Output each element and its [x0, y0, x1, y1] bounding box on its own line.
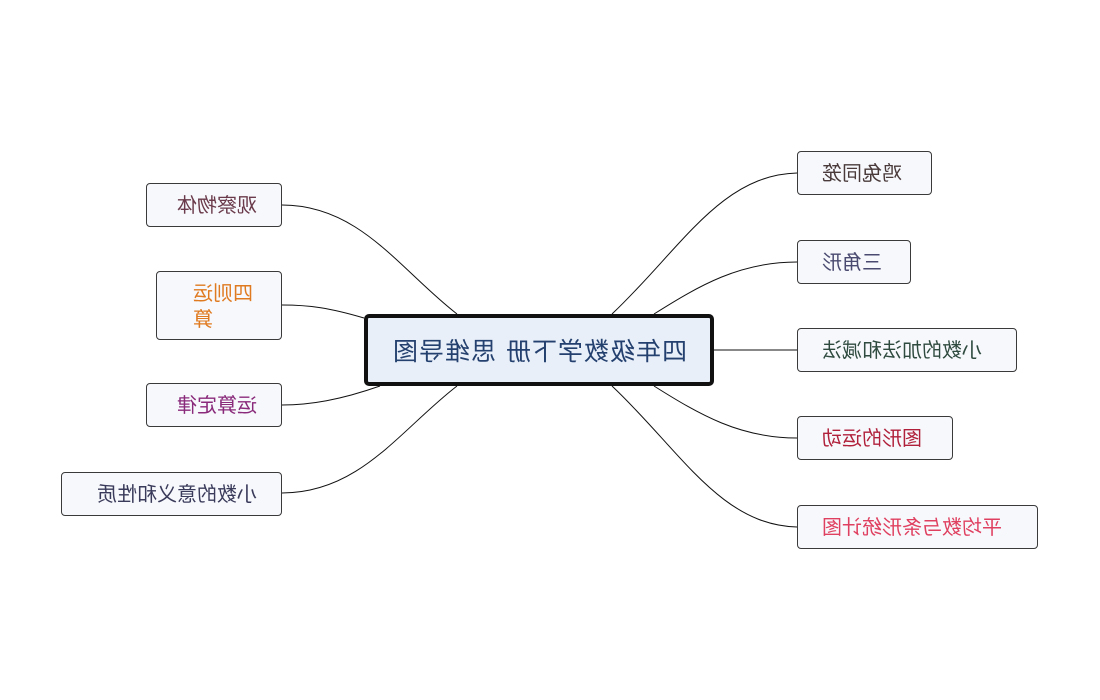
branch-sizeyun[interactable]: 四则运算 [156, 271, 282, 340]
branch-pingjun[interactable]: 平均数与条形统计图 [797, 505, 1038, 549]
connector-yiyi [281, 385, 458, 494]
connector-guancha [281, 204, 458, 315]
branch-label: 小数的加法和减法 [822, 337, 982, 362]
branch-jitu[interactable]: 鸡兔同笼 [797, 151, 932, 195]
central-topic-label: 四年级数学下册 思维导图 [391, 337, 687, 366]
connector-dinglv [281, 385, 381, 406]
branch-label: 观察物体 [177, 192, 257, 217]
branch-label: 鸡兔同笼 [822, 160, 902, 185]
branch-label: 四则运算 [193, 280, 253, 331]
branch-dinglv[interactable]: 运算定律 [146, 383, 282, 427]
branch-yiyi[interactable]: 小数的意义和性质 [61, 472, 282, 516]
branch-xiaoshujj[interactable]: 小数的加法和减法 [797, 328, 1017, 372]
branch-guancha[interactable]: 观察物体 [146, 183, 282, 227]
connector-sanjiao [653, 261, 798, 315]
branch-label: 平均数与条形统计图 [822, 514, 1002, 539]
branch-sanjiao[interactable]: 三角形 [797, 240, 911, 284]
connector-jitu [611, 172, 798, 315]
branch-label: 小数的意义和性质 [97, 481, 257, 506]
branch-label: 运算定律 [177, 392, 257, 417]
branch-tuxing[interactable]: 图形的运动 [797, 416, 953, 460]
branch-label: 图形的运动 [822, 425, 922, 450]
connector-sizeyun [281, 304, 365, 319]
branch-label: 三角形 [822, 249, 882, 274]
central-topic[interactable]: 四年级数学下册 思维导图 [364, 314, 714, 386]
connector-tuxing [653, 385, 798, 439]
connector-pingjun [611, 385, 798, 528]
